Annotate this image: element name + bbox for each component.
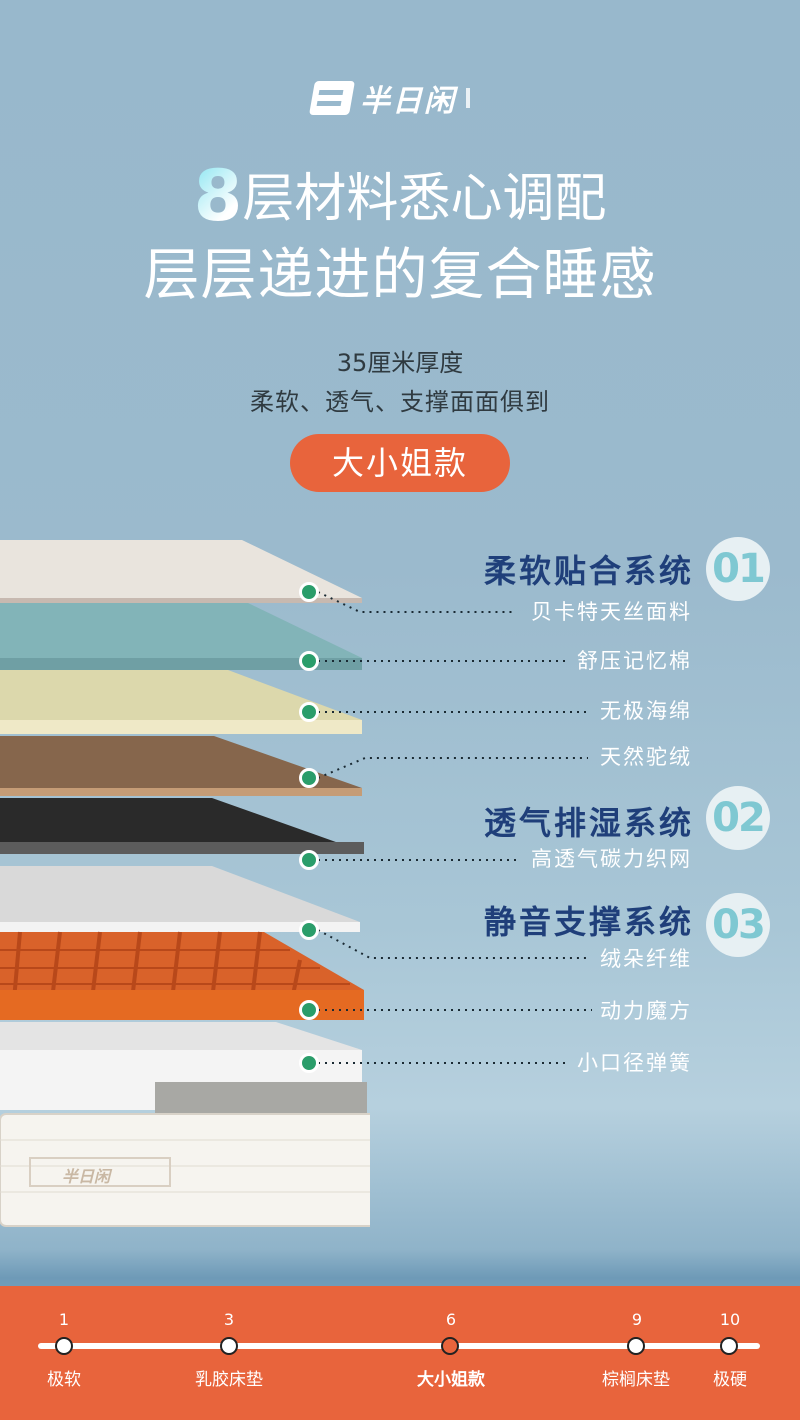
- layer-dot-8: [299, 1053, 319, 1073]
- headline-number: 8: [193, 155, 243, 237]
- subtitle-thickness: 35厘米厚度: [336, 349, 464, 377]
- system-number-badge-3: 03: [706, 893, 770, 957]
- scale-value-1: 1: [58, 1310, 70, 1329]
- subtitle-features: 柔软、透气、支撑面面俱到: [250, 388, 550, 416]
- layer-dot-6: [299, 920, 319, 940]
- system-number-badge-2: 02: [706, 786, 770, 850]
- brand-logo: 半日闲: [309, 78, 470, 119]
- scale-value-6: 6: [445, 1310, 457, 1329]
- layer-label-6: 绒朵纤维: [600, 947, 692, 971]
- scale-point-1: [55, 1337, 73, 1355]
- system-title-3: 静音支撑系统: [483, 903, 694, 941]
- scale-label-1: 极软: [47, 1370, 81, 1390]
- layer-label-4: 天然驼绒: [600, 745, 692, 769]
- layer-label-3: 无极海绵: [600, 699, 692, 723]
- system-title-2: 透气排湿系统: [483, 804, 694, 842]
- scale-point-6-current: [441, 1337, 459, 1355]
- scale-value-3: 3: [223, 1310, 235, 1329]
- scale-point-10: [720, 1337, 738, 1355]
- layer-dot-5: [299, 850, 319, 870]
- scale-point-9: [627, 1337, 645, 1355]
- layer-dot-2: [299, 651, 319, 671]
- headline-line1-text: 层材料悉心调配: [242, 169, 607, 229]
- mattress-brand-label: 半日闲: [62, 1167, 111, 1186]
- system-number-badge-1: 01: [706, 537, 770, 601]
- headline-line2: 层层递进的复合睡感: [143, 243, 657, 308]
- layer-label-8: 小口径弹簧: [577, 1051, 692, 1075]
- scale-point-3: [220, 1337, 238, 1355]
- scale-value-9: 9: [631, 1310, 643, 1329]
- firmness-scale-track: [38, 1343, 760, 1349]
- layer-label-1: 贝卡特天丝面料: [531, 600, 692, 624]
- scale-label-9: 棕榈床垫: [602, 1370, 670, 1390]
- brand-name: 半日闲: [360, 84, 456, 119]
- connector-lines: [317, 591, 592, 1064]
- layer-dot-7: [299, 1000, 319, 1020]
- headline-line1: 8层材料悉心调配: [0, 160, 800, 235]
- layer-dot-4: [299, 768, 319, 788]
- mattress-layers-illustration: [0, 540, 370, 1227]
- scale-label-6-current: 大小姐款: [417, 1370, 485, 1390]
- layer-label-7: 动力魔方: [600, 999, 692, 1023]
- scale-label-10: 极硬: [713, 1370, 747, 1390]
- layer-label-2: 舒压记忆棉: [577, 649, 692, 673]
- layer-dot-1: [299, 582, 319, 602]
- brand-tag-icon: [466, 88, 470, 108]
- firmness-scale-panel: [0, 1286, 800, 1420]
- model-badge: 大小姐款: [290, 434, 510, 492]
- layer-label-5: 高透气碳力织网: [531, 847, 692, 871]
- system-title-1: 柔软贴合系统: [483, 552, 694, 590]
- scale-label-3: 乳胶床垫: [195, 1370, 263, 1390]
- layer-dot-3: [299, 702, 319, 722]
- scale-value-10: 10: [719, 1310, 741, 1329]
